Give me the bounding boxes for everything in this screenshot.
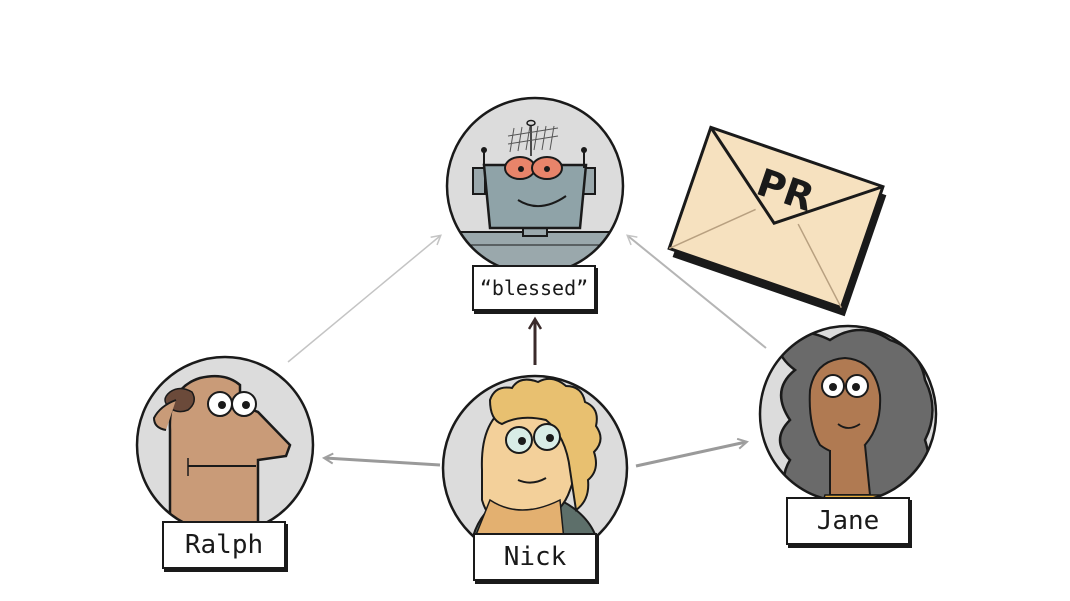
jane-avatar-icon: [758, 324, 938, 504]
robot-icon: [445, 96, 625, 276]
envelope-icon: PR: [667, 125, 887, 317]
nick-label: Nick: [473, 533, 597, 581]
arrow-nick-to-ralph: [325, 458, 441, 467]
ralph-label: Ralph: [162, 521, 286, 569]
jane-label: Jane: [786, 497, 910, 545]
blessed-repo-label: “blessed”: [472, 265, 596, 311]
arrow-ralph-to-blessed: [287, 234, 442, 363]
arrow-nick-to-jane: [635, 442, 746, 468]
nick-avatar-icon: [441, 374, 629, 562]
arrow-jane-to-blessed: [626, 234, 767, 349]
ralph-avatar-icon: [135, 355, 315, 535]
